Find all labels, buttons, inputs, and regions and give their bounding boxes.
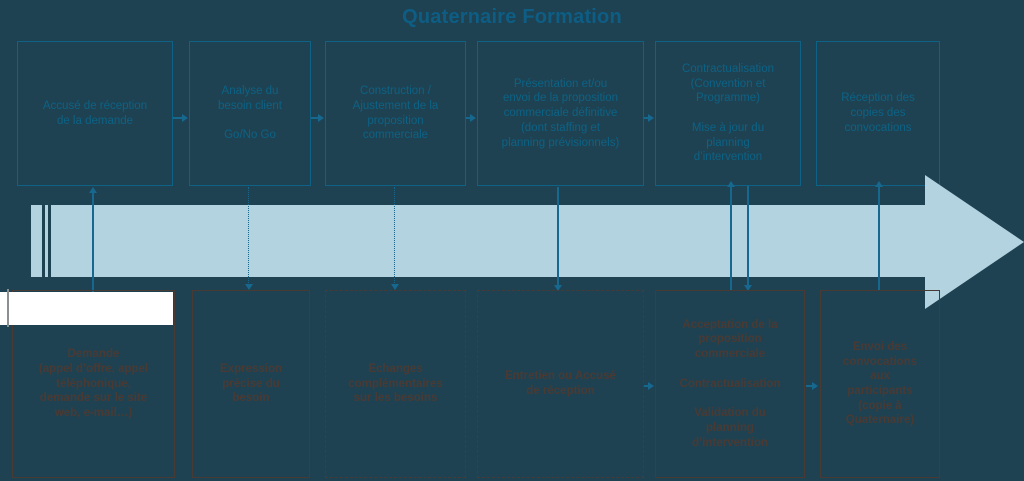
bottom-connector-arrow-5-6	[812, 382, 818, 390]
top-step-box-3[interactable]: Construction / Ajustement de la proposit…	[325, 41, 466, 186]
cross-connector-5-down	[747, 186, 749, 289]
top-connector-line-2-3	[311, 117, 320, 119]
top-step-box-2[interactable]: Analyse du besoin client Go/No Go	[189, 41, 311, 186]
bottom-step-box-3[interactable]: Echanges complémentaires sur les besoins	[325, 290, 466, 478]
bottom-step-box-1[interactable]: Demande (appel d’offre, appel téléphoniq…	[12, 290, 175, 478]
cross-connector-5-up-arrow	[727, 181, 735, 187]
cross-connector-1-arrow	[89, 187, 97, 193]
top-connector-line-1-2	[173, 117, 183, 119]
top-connector-arrow-2-3	[318, 114, 324, 122]
cross-connector-6-arrow	[875, 181, 883, 187]
timeline-arrow-body	[31, 205, 963, 277]
cross-connector-1	[92, 192, 94, 292]
top-step-box-6[interactable]: Réception des copies des convocations	[816, 41, 940, 186]
bottom-step-box-6[interactable]: Envoi des convocations aux participants …	[820, 290, 940, 478]
white-overlay-patch	[0, 292, 173, 325]
cross-connector-3-arrow	[391, 284, 399, 290]
cross-connector-2-arrow	[245, 284, 253, 290]
bottom-step-box-2[interactable]: Expression précise du besoin	[192, 290, 310, 478]
page-title: Quaternaire Formation	[402, 6, 622, 28]
top-connector-arrow-4-5	[648, 114, 654, 122]
cross-connector-5-up	[730, 186, 732, 290]
cross-connector-2	[248, 187, 249, 287]
top-connector-arrow-1-2	[182, 114, 188, 122]
top-connector-line-4-5	[644, 117, 650, 119]
cross-connector-5-down-arrow	[744, 285, 752, 291]
timeline-segment-tick-2	[48, 205, 51, 277]
top-step-box-5[interactable]: Contractualisation (Convention et Progra…	[655, 41, 801, 186]
bottom-step-box-4[interactable]: Entretien ou Accusé de réception	[477, 290, 644, 478]
top-step-box-1[interactable]: Accusé de réception de la demande	[17, 41, 173, 186]
cross-connector-4-arrow	[554, 285, 562, 291]
timeline-arrow-head	[925, 175, 1024, 309]
bottom-connector-line-5-6	[806, 385, 814, 387]
timeline-segment-tick-1	[42, 205, 45, 277]
cross-connector-6	[878, 186, 880, 290]
cross-connector-4	[557, 187, 559, 289]
top-connector-line-3-4	[466, 117, 472, 119]
bottom-step-box-5[interactable]: Acceptation de la proposition commercial…	[655, 290, 805, 478]
cross-connector-3	[394, 187, 395, 287]
bottom-connector-arrow-4-5	[648, 382, 654, 390]
vertical-gray-bar	[7, 289, 9, 327]
bottom-connector-line-4-5	[644, 385, 650, 387]
top-step-box-4[interactable]: Présentation et/ou envoi de la propositi…	[477, 41, 644, 186]
top-connector-arrow-3-4	[470, 114, 476, 122]
